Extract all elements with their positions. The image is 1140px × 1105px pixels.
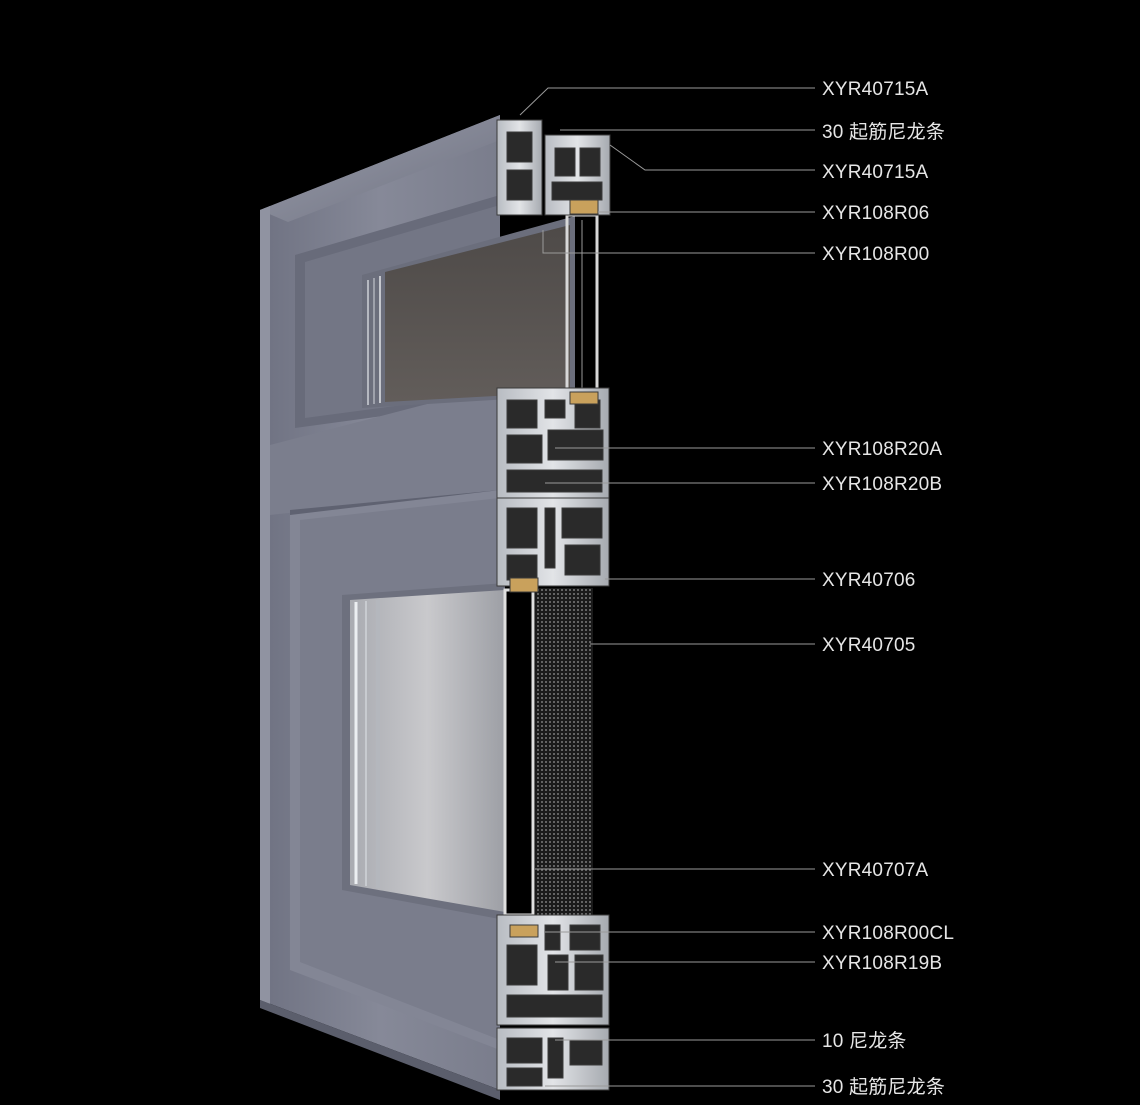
gasket-top bbox=[569, 199, 599, 215]
profile-section bbox=[496, 119, 611, 1091]
frame-top-bevel bbox=[260, 115, 500, 222]
insect-screen bbox=[535, 588, 593, 918]
frame-bottom-bevel bbox=[260, 1000, 500, 1100]
callout-label: XYR40706 bbox=[822, 570, 916, 591]
leader-c5 bbox=[542, 230, 815, 254]
upper-glass-unit bbox=[362, 213, 599, 408]
callout-label: XYR40715A bbox=[822, 162, 929, 183]
lower-glass-edge bbox=[503, 588, 535, 917]
callout-labels: XYR40715A 30 起筋尼龙条 XYR40715A XYR108R06 X… bbox=[822, 79, 954, 1098]
callout-label: 10 尼龙条 bbox=[822, 1030, 907, 1052]
gasket-bottom bbox=[509, 924, 539, 938]
leader-c3 bbox=[609, 144, 815, 171]
lower-glass-bead bbox=[354, 600, 380, 888]
upper-glass-pane bbox=[385, 225, 570, 402]
callout-label: XYR40715A bbox=[822, 79, 929, 100]
callout-label: XYR108R20B bbox=[822, 474, 942, 495]
callout-label: XYR108R00CL bbox=[822, 923, 954, 944]
callout-label: XYR108R20A bbox=[822, 439, 942, 460]
gasket-mid bbox=[569, 391, 599, 405]
callout-label: 30 起筋尼龙条 bbox=[822, 121, 945, 143]
callout-label: XYR40707A bbox=[822, 860, 929, 881]
lower-glass-pane bbox=[350, 590, 505, 912]
upper-glass-bead bbox=[367, 276, 381, 405]
callout-label: XYR40705 bbox=[822, 635, 916, 656]
callout-label: XYR108R06 bbox=[822, 203, 929, 224]
callout-label: XYR108R00 bbox=[822, 244, 929, 265]
leader-c1 bbox=[519, 87, 815, 116]
callout-label: XYR108R19B bbox=[822, 953, 942, 974]
leader-lines bbox=[519, 87, 815, 1087]
frame-edge bbox=[260, 206, 270, 1004]
gasket-lower-top bbox=[509, 577, 539, 593]
callout-label: 30 起筋尼龙条 bbox=[822, 1076, 945, 1098]
mid-rail bbox=[270, 385, 500, 515]
lower-glass-unit bbox=[342, 583, 593, 920]
